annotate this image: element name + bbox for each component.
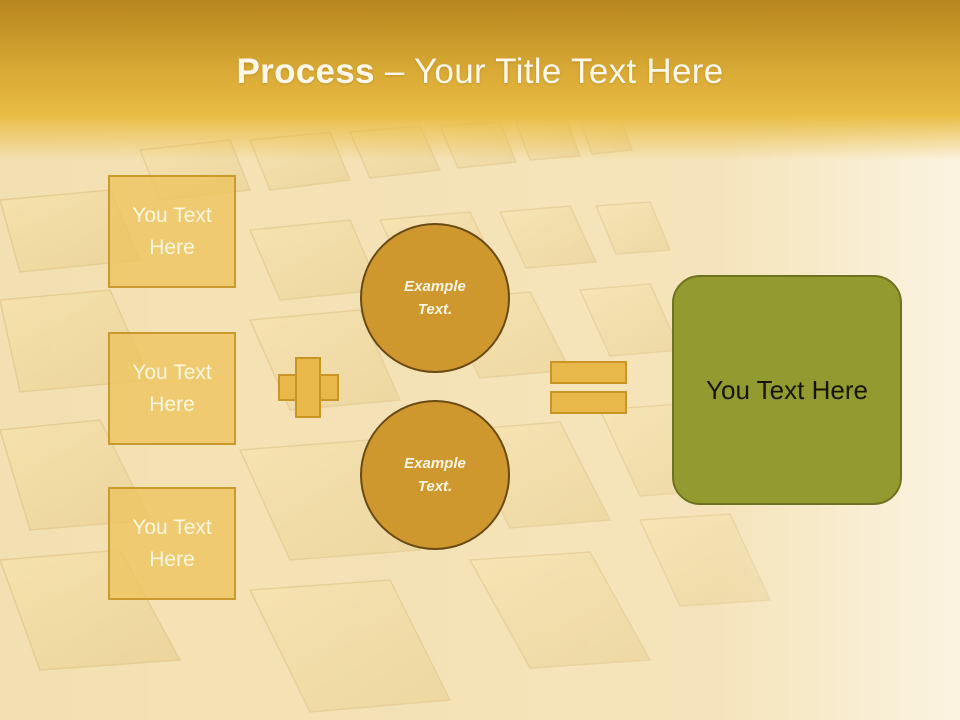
- text-box-1[interactable]: You Text Here: [108, 175, 236, 288]
- text-box-label: You Text Here: [132, 515, 212, 571]
- equals-bottom-bar: [550, 391, 627, 414]
- slide-title[interactable]: Process – Your Title Text Here: [0, 52, 960, 92]
- text-box-label: You Text Here: [132, 360, 212, 416]
- example-circle-1[interactable]: Example Text.: [360, 223, 510, 373]
- title-rest: – Your Title Text Here: [374, 52, 724, 91]
- circle-label: Example Text.: [404, 455, 466, 495]
- result-label: You Text Here: [706, 374, 868, 405]
- title-band: [0, 0, 960, 160]
- equals-top-bar: [550, 361, 627, 384]
- example-circle-2[interactable]: Example Text.: [360, 400, 510, 550]
- text-box-2[interactable]: You Text Here: [108, 332, 236, 445]
- title-bold: Process: [236, 52, 375, 91]
- plus-center: [297, 376, 319, 399]
- text-box-3[interactable]: You Text Here: [108, 487, 236, 600]
- result-box[interactable]: You Text Here: [672, 275, 902, 505]
- text-box-label: You Text Here: [132, 203, 212, 259]
- circle-label: Example Text.: [404, 278, 466, 318]
